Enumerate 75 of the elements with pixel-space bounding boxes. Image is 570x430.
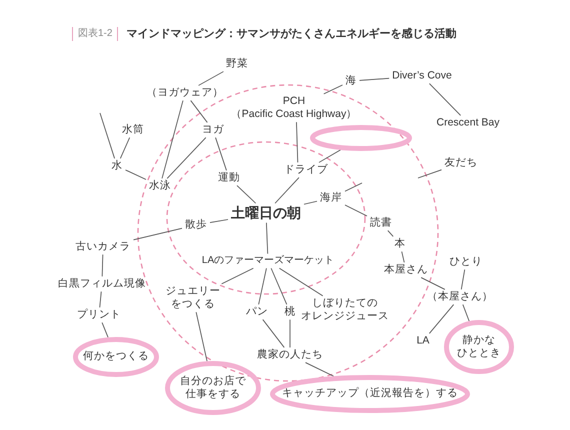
connector-line <box>102 322 108 338</box>
connector-line <box>296 122 298 163</box>
diagram-title: マインドマッピング：サマンサがたくさんエネルギーを感じる活動 <box>126 26 456 42</box>
connector-line <box>133 228 182 240</box>
topic-label: LAのファーマーズマーケット <box>198 254 338 268</box>
connector-line <box>258 268 267 305</box>
connector-line <box>318 149 341 163</box>
connector-line <box>359 78 390 81</box>
connector-line <box>262 319 285 348</box>
connector-line <box>125 170 146 180</box>
connector-line <box>166 137 206 179</box>
connector-line <box>387 230 394 237</box>
topic-label: 海岸 <box>317 190 345 206</box>
topic-label: プリント <box>74 307 124 323</box>
topic-label: （ヨガウェア） <box>144 85 226 101</box>
connector-line <box>198 71 224 86</box>
connector-line <box>221 268 254 284</box>
topic-label: キャッチアップ（近況報告を）する <box>282 387 458 401</box>
topic-label: ジュエリーをつくる <box>162 284 224 312</box>
topic-label: ヨガ <box>199 122 227 138</box>
connector-line <box>210 219 228 224</box>
connector-line <box>428 83 462 116</box>
topic-label: LA <box>414 333 432 349</box>
topic-label: 散歩 <box>182 217 210 233</box>
topic-label: 本 <box>392 236 408 252</box>
connector-line <box>102 254 104 277</box>
topic-label: 水筒 <box>119 122 147 138</box>
topic-label: Diver’s Cove <box>389 68 455 84</box>
topic-label: 友だち <box>442 155 480 171</box>
topic-label: しぼりたてのオレンジジュース <box>298 296 392 324</box>
connector-line <box>190 100 208 123</box>
connector-line <box>460 269 466 290</box>
connector-line <box>420 277 446 290</box>
connector-line <box>215 137 227 171</box>
connector-line <box>99 291 102 308</box>
connector-line <box>266 222 268 254</box>
topic-label: 白黒フィルム現像 <box>55 276 149 292</box>
connector-line <box>401 251 405 263</box>
topic-label: 運動 <box>215 170 243 186</box>
topic-label: 野菜 <box>223 56 251 72</box>
connector-line <box>418 169 442 178</box>
topic-label: 本屋さん <box>381 262 431 278</box>
connector-line <box>100 112 115 159</box>
connector-line <box>278 268 324 296</box>
connector-line <box>344 182 362 192</box>
topic-label: 自分のお店で仕事をする <box>180 374 246 402</box>
topic-label: パン <box>243 304 271 320</box>
topic-label: 桃 <box>282 304 298 320</box>
connector-line <box>304 200 318 205</box>
connector-line <box>236 185 256 204</box>
connector-line <box>428 304 454 334</box>
connector-line <box>323 84 343 94</box>
connector-line <box>305 362 334 377</box>
topic-label: 読書 <box>367 215 395 231</box>
topic-label: 水 <box>108 158 126 174</box>
connector-line <box>344 204 368 216</box>
figure-number: 図表1-2 <box>72 27 118 41</box>
topic-label: 静かなひととき <box>457 334 501 360</box>
connector-line <box>162 100 184 179</box>
topic-label: PCH （Pacific Coast Highway） <box>228 94 360 122</box>
topic-label: 水泳 <box>146 178 174 194</box>
connector-line <box>120 137 130 159</box>
topic-label: ドライブ <box>281 162 331 178</box>
topic-label: 何かをつくる <box>83 350 149 364</box>
topic-label: 海 <box>342 73 360 89</box>
central-topic: 土曜日の朝 <box>228 203 304 223</box>
topic-label: Crescent Bay <box>433 115 503 131</box>
topic-label: 古いカメラ <box>72 239 134 255</box>
connector-line <box>196 312 208 362</box>
connector-line <box>270 268 288 305</box>
topic-label: ひとり <box>446 254 486 270</box>
topic-label: 農家の人たち <box>254 347 326 363</box>
connector-line <box>462 304 470 322</box>
connector-line <box>274 177 300 204</box>
topic-label: （本屋さん） <box>424 289 496 305</box>
